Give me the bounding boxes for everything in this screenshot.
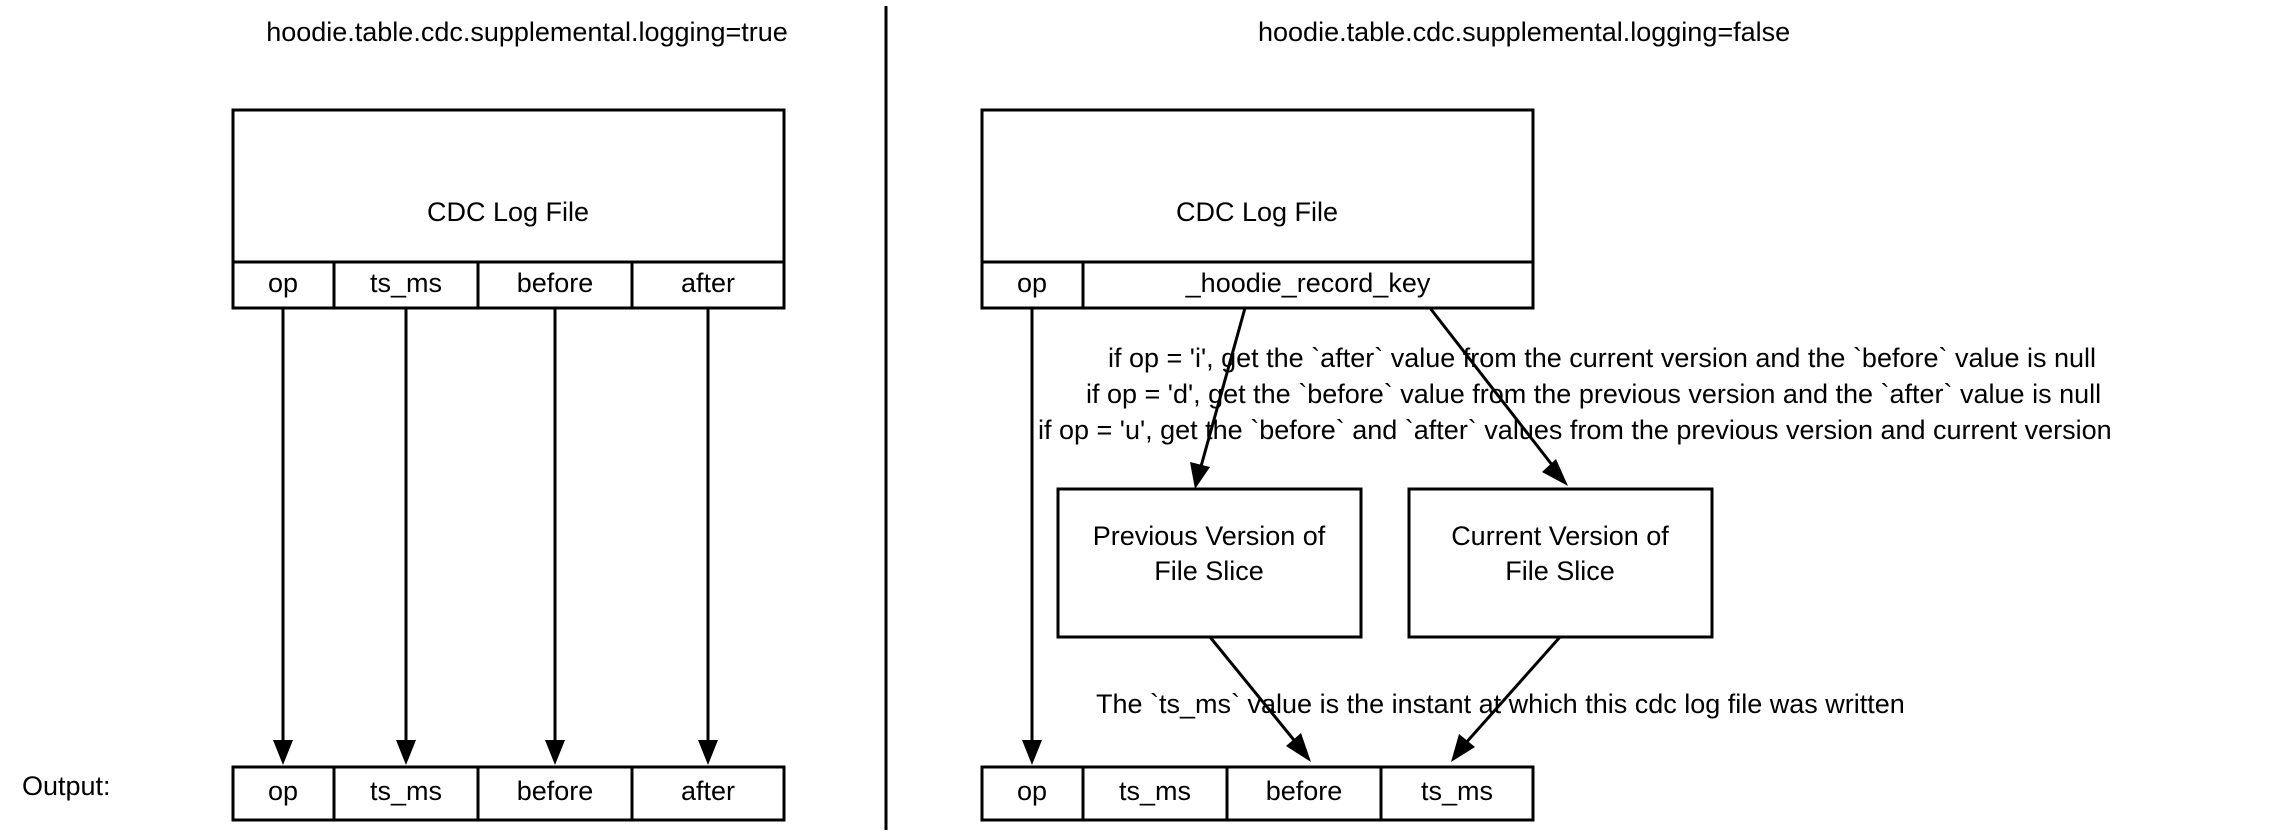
left-output-label: Output: <box>22 771 111 801</box>
current-version-label-line1: Current Version of <box>1451 521 1669 551</box>
left-arrow-before <box>545 308 565 765</box>
right-cdc-log-file-box <box>980 108 1535 264</box>
left-source-col-ts-ms: ts_ms <box>370 268 442 298</box>
left-cdc-log-file-label: CDC Log File <box>427 197 589 227</box>
left-source-col-after: after <box>681 268 735 298</box>
right-output-col-op: op <box>1017 776 1047 806</box>
left-source-col-cell <box>332 260 480 310</box>
right-output-cell <box>980 765 1085 822</box>
left-output-col-ts-ms: ts_ms <box>370 776 442 806</box>
right-arrow-to-previous-version <box>1190 307 1247 489</box>
arrow-previous-version-to-output <box>1208 636 1311 762</box>
left-arrow-after <box>698 308 718 765</box>
current-version-box <box>1407 487 1714 639</box>
right-output-col-before: before <box>1266 776 1343 806</box>
right-source-col-hoodie-record-key: _hoodie_record_key <box>1185 268 1431 298</box>
arrow-current-version-to-output <box>1451 636 1562 762</box>
left-output-cell <box>231 765 336 822</box>
left-source-col-op: op <box>268 268 298 298</box>
current-version-label-line2: File Slice <box>1505 556 1615 586</box>
right-output-col-ts-ms-2: ts_ms <box>1421 776 1493 806</box>
previous-version-label-line2: File Slice <box>1154 556 1264 586</box>
right-panel-title: hoodie.table.cdc.supplemental.logging=fa… <box>1258 17 1790 47</box>
right-ts-ms-note: The `ts_ms` value is the instant at whic… <box>1096 689 1905 719</box>
right-source-col-op: op <box>1017 268 1047 298</box>
right-output-col-ts-ms: ts_ms <box>1119 776 1191 806</box>
right-arrow-op <box>1022 308 1042 765</box>
right-note-line-1: if op = 'i', get the `after` value from … <box>1108 343 2096 373</box>
previous-version-box <box>1056 487 1363 639</box>
left-output-col-op: op <box>268 776 298 806</box>
left-arrow-op <box>273 308 293 765</box>
right-note-line-3: if op = 'u', get the `before` and `after… <box>1038 415 2112 445</box>
left-source-col-before: before <box>517 268 594 298</box>
right-arrow-to-current-version <box>1428 307 1568 486</box>
right-output-cell <box>1081 765 1229 822</box>
left-cdc-log-file-box <box>231 108 786 264</box>
left-output-cell <box>476 765 634 822</box>
right-output-cell <box>1379 765 1535 822</box>
right-cdc-log-file-label: CDC Log File <box>1176 197 1338 227</box>
left-output-col-before: before <box>517 776 594 806</box>
right-note-line-2: if op = 'd', get the `before` value from… <box>1086 379 2101 409</box>
left-output-col-after: after <box>681 776 735 806</box>
left-output-cell <box>630 765 786 822</box>
left-arrow-ts-ms <box>396 308 416 765</box>
previous-version-label-line1: Previous Version of <box>1093 521 1326 551</box>
right-source-col-cell <box>1081 260 1535 310</box>
left-panel-title: hoodie.table.cdc.supplemental.logging=tr… <box>266 17 788 47</box>
